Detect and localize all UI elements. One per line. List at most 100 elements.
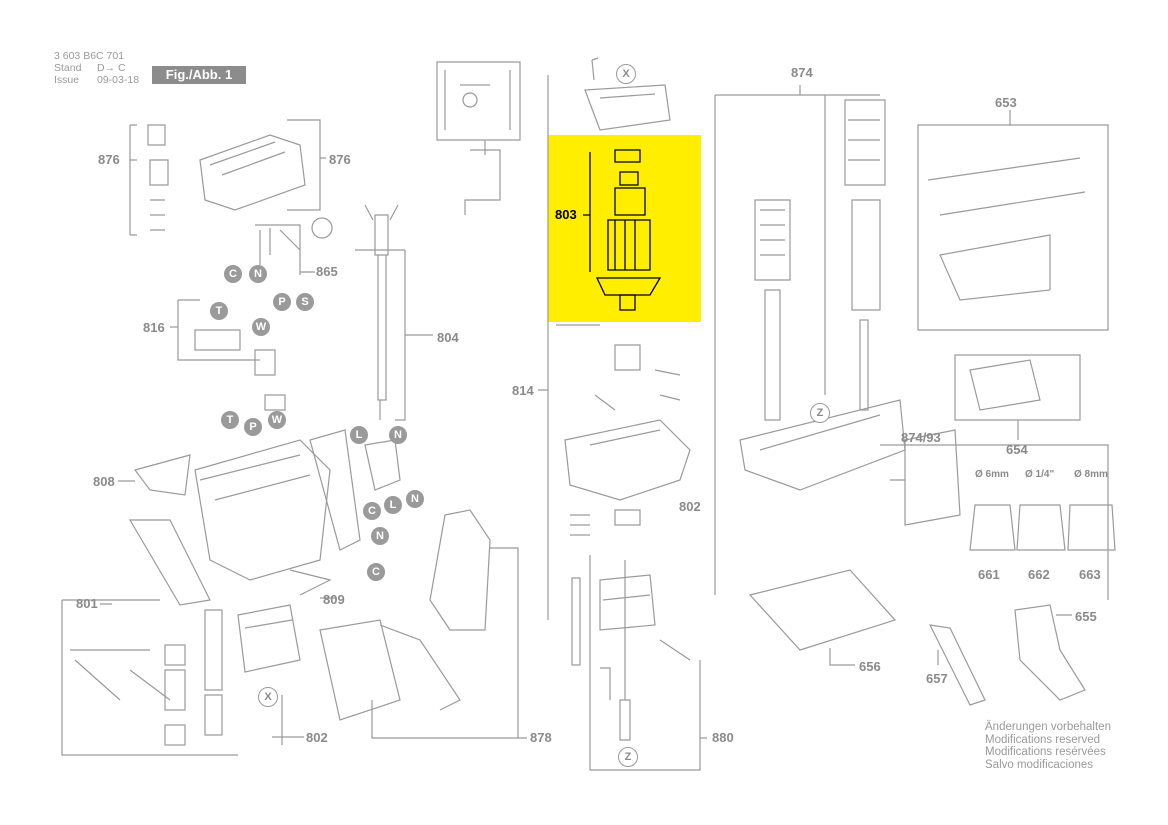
motor-housing [194, 439, 331, 581]
bubble-w: W [252, 318, 270, 336]
modifications-note: Änderungen vorbehalten Modifications res… [985, 721, 1111, 771]
spring-stack-left [570, 514, 590, 536]
bubble-p: P [244, 418, 262, 436]
bubble-n: N [371, 527, 389, 545]
bracket-816 [170, 299, 260, 361]
part-number: 3 603 B6C 701 [54, 50, 125, 62]
callout-657[interactable]: 657 [926, 671, 948, 686]
bracket-880 [589, 555, 707, 771]
spring-left [754, 199, 791, 281]
figure-label: Fig./Abb. 1 [152, 66, 246, 84]
knob-stack [147, 124, 169, 231]
bubble-c: C [367, 563, 385, 581]
callout-814[interactable]: 814 [512, 383, 534, 398]
wire-loom [255, 224, 315, 275]
bracket-878 [371, 547, 527, 739]
marker-z-top: Z [810, 403, 830, 423]
dust-adapter [1014, 604, 1086, 701]
spring-right [844, 99, 886, 186]
brush-holder [204, 609, 223, 736]
bracket-909 [289, 569, 335, 599]
power-cord [374, 214, 389, 420]
motor-cap [584, 84, 671, 131]
collet-size-6mm: Ø 6mm [975, 469, 1009, 480]
bracket-656 [829, 648, 855, 666]
armature-803 [583, 149, 662, 311]
bracket-874 [714, 85, 880, 595]
callout-655[interactable]: 655 [1075, 609, 1097, 624]
collet-661 [969, 504, 1016, 551]
shaft-left [571, 577, 581, 666]
bubble-l: L [350, 426, 368, 444]
callout-802-left[interactable]: 802 [306, 730, 328, 745]
callout-878[interactable]: 878 [530, 730, 552, 745]
marker-x-top: X [616, 64, 636, 84]
chip-deflector [904, 429, 961, 526]
bearing-lower [614, 509, 641, 526]
callout-808[interactable]: 808 [93, 474, 115, 489]
handle-shell [429, 509, 491, 631]
callout-874-93[interactable]: 874/93 [901, 430, 941, 445]
gear-housing [599, 574, 656, 631]
handle-left [128, 519, 211, 606]
collet-663 [1067, 504, 1116, 551]
bubble-s: S [296, 293, 314, 311]
bubble-n: N [249, 265, 267, 283]
callout-802-mid[interactable]: 802 [679, 499, 701, 514]
note-de: Änderungen vorbehalten [985, 721, 1111, 733]
column-left [764, 289, 781, 421]
callout-661[interactable]: 661 [978, 567, 1000, 582]
callout-654[interactable]: 654 [1006, 442, 1028, 457]
callout-653[interactable]: 653 [995, 95, 1017, 110]
router-base [739, 399, 906, 491]
bubble-p: P [273, 293, 291, 311]
bracket-653 [917, 110, 1109, 331]
callout-804[interactable]: 804 [437, 330, 459, 345]
stand-symbol: D→ C [97, 62, 126, 74]
callout-809[interactable]: 809 [323, 592, 345, 607]
sub-base [748, 569, 897, 651]
circuit-schematic [436, 61, 521, 215]
parallel-guide [939, 234, 1051, 301]
bubble-c: C [224, 265, 242, 283]
stand-label: Stand [54, 62, 82, 74]
callout-803[interactable]: 803 [555, 207, 577, 222]
marker-x-bottom: X [258, 687, 278, 707]
note-fr: Modifications resérvées [985, 746, 1106, 758]
callout-662[interactable]: 662 [1028, 567, 1050, 582]
note-en: Modifications reserved [985, 733, 1101, 746]
issue-date: 09-03-18 [97, 74, 140, 86]
collet-662 [1016, 504, 1066, 551]
callout-874[interactable]: 874 [791, 65, 813, 80]
issue-label: Issue [54, 74, 80, 86]
bracket-804 [355, 249, 433, 421]
switch-cover [199, 134, 306, 211]
callout-876-right[interactable]: 876 [329, 152, 351, 167]
handle-grip [319, 619, 461, 721]
bubble-t: T [221, 411, 239, 429]
callout-801[interactable]: 801 [76, 596, 98, 611]
callout-663[interactable]: 663 [1079, 567, 1101, 582]
callout-816[interactable]: 816 [143, 320, 165, 335]
screw-802-left [272, 695, 304, 745]
callout-876-left[interactable]: 876 [98, 152, 120, 167]
bubble-n: N [389, 426, 407, 444]
bubble-t: T [210, 302, 228, 320]
handle-right [309, 429, 361, 551]
bracket-654 [954, 354, 1081, 440]
bubble-w: W [268, 411, 286, 429]
collet-size-8mm: Ø 8mm [1074, 469, 1108, 480]
bracket-814 [538, 75, 600, 620]
callout-656[interactable]: 656 [859, 659, 881, 674]
wrench [928, 624, 986, 706]
callout-865[interactable]: 865 [316, 264, 338, 279]
field-coil [237, 604, 301, 673]
bubble-n: N [406, 490, 424, 508]
bearing-top [614, 344, 641, 371]
marker-z-bottom: Z [618, 747, 638, 767]
guide-rods [927, 157, 1086, 216]
callout-880[interactable]: 880 [712, 730, 734, 745]
motor-bracket [564, 419, 691, 501]
